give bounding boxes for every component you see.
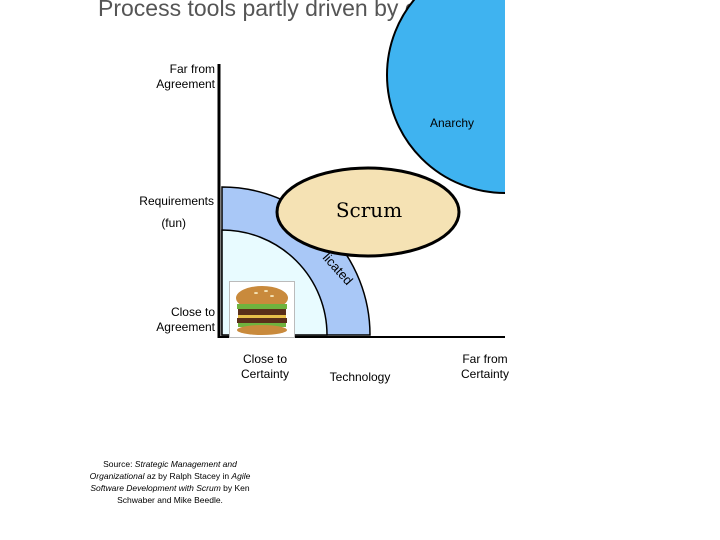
scrum-label: Scrum: [335, 198, 403, 222]
source-mid-1: az by Ralph Stacey in: [144, 471, 232, 481]
source-book-2: Agile Software Development with Scrum: [90, 471, 251, 493]
hamburger-icon: [229, 281, 295, 338]
y-top-label-line-1: Far from: [169, 62, 215, 76]
plot-right-mask: [505, 0, 720, 540]
x-right-label: Far from Certainty: [445, 352, 525, 382]
scrum-ellipse: [275, 166, 461, 258]
x-right-label-line-1: Far from: [462, 352, 508, 366]
source-citation: Source: Strategic Management and Organiz…: [82, 458, 258, 506]
y-axis-note: (fun): [161, 216, 186, 230]
anarchy-label: Anarchy: [429, 116, 474, 130]
source-prefix: Source:: [103, 459, 135, 469]
x-left-label: Close to Certainty: [225, 352, 305, 382]
y-top-label-line-2: Agreement: [156, 77, 215, 91]
page-title: Process tools partly driven by certainty: [98, 0, 492, 21]
x-left-label-line-2: Certainty: [240, 367, 290, 381]
source-book-1: Strategic Management and Organizational: [89, 459, 237, 481]
y-bottom-label: Close to Agreement: [120, 305, 215, 335]
x-axis-name: Technology: [329, 370, 391, 384]
y-top-label: Far from Agreement: [120, 62, 215, 92]
source-mid-2: by Ken Schwaber and Mike Beedle.: [117, 483, 250, 505]
x-left-label-line-1: Close to: [242, 352, 288, 366]
y-bottom-label-line-2: Agreement: [156, 320, 215, 334]
y-bottom-label-line-1: Close to: [170, 305, 215, 319]
x-right-label-line-2: Certainty: [460, 367, 510, 381]
y-axis-name: Requirements: [139, 194, 214, 208]
